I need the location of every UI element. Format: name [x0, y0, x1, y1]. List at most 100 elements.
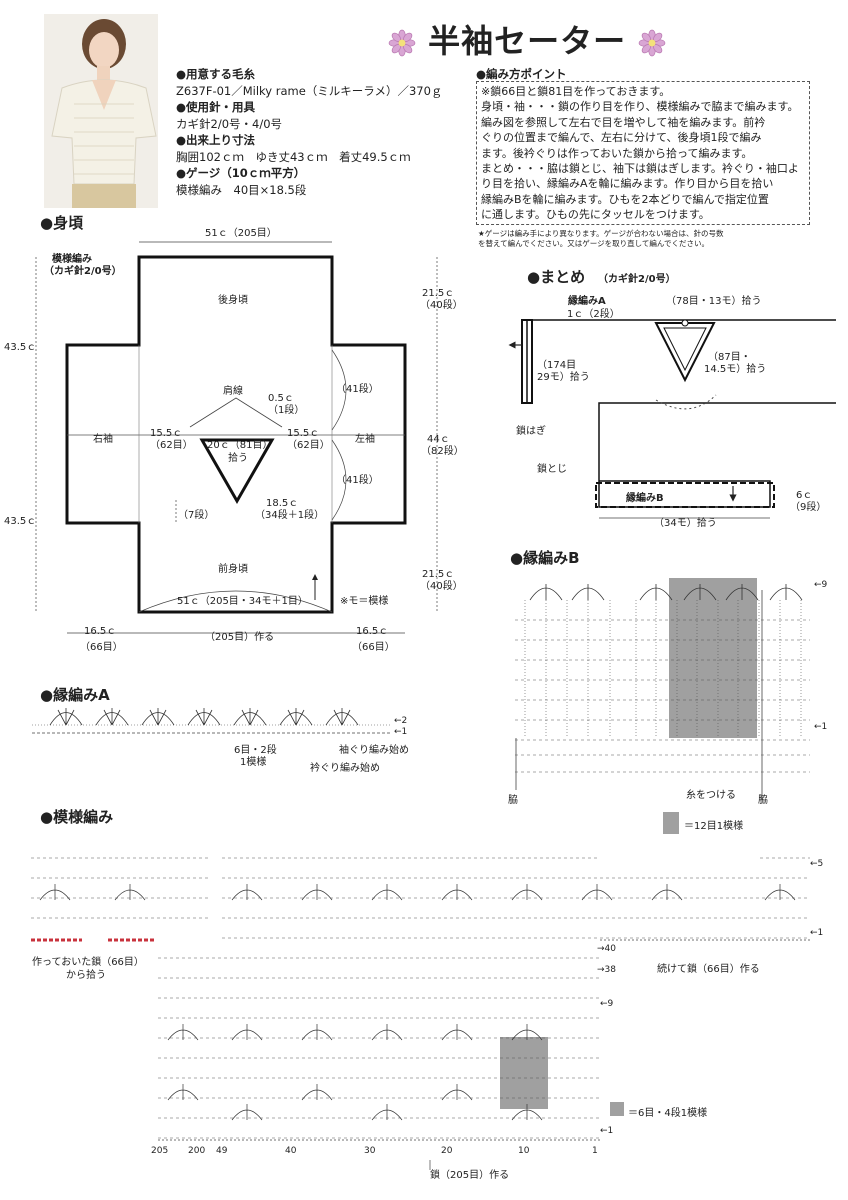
chain-make: （205目）作る: [205, 632, 275, 643]
right-mid-rows: （82段）: [421, 446, 464, 457]
points-line: ます。後衿ぐりは作っておいた鎖から拾って編みます。: [481, 146, 753, 160]
spec-line: 胸囲102ｃｍ ゆき丈43ｃｍ 着丈49.5ｃｍ: [176, 149, 411, 164]
matome-outline: [526, 319, 836, 508]
right-bottom-rows: （40段）: [420, 581, 463, 592]
left-sleeve-label: 左袖: [355, 434, 375, 445]
v-depth: 18.5ｃ: [266, 498, 299, 509]
model-illustration: [44, 14, 158, 208]
back-label: 後身頃: [218, 295, 248, 306]
matome-edge-a: 縁編みA: [568, 296, 606, 307]
edge-b-row9: ←9: [814, 580, 828, 590]
gauge-note-line: ★ゲージは編み手により異なります。ゲージが合わない場合は、針の号数: [478, 229, 724, 238]
pattern-label: 模様編み: [52, 254, 92, 265]
edge-a-repeat: 6目・2段: [234, 745, 277, 756]
pattern-fans: [39, 884, 796, 1121]
right-mid: 44ｃ: [427, 434, 450, 445]
shoulder-label: 肩線: [223, 386, 243, 397]
pattern-continue: 続けて鎖（66目）作る: [657, 964, 760, 975]
pattern-tick: 1: [592, 1146, 598, 1156]
edge-a-neck-start: 衿ぐり編み始め: [310, 763, 380, 774]
matome-pick-174a: （174目: [537, 360, 577, 371]
top-width: 51ｃ（205目）: [205, 228, 277, 239]
spec-head: ●出来上り寸法: [176, 133, 256, 147]
pattern-row1: ←1: [810, 928, 824, 938]
pattern-grid: [31, 857, 810, 1139]
matome-pick-78: （78目・13モ）拾う: [666, 296, 762, 307]
matome-nine-rows: （9段）: [790, 502, 827, 513]
spec-head: ●ゲージ（10ｃｍ平方）: [176, 166, 306, 180]
height-bottom: 43.5ｃ: [4, 516, 37, 527]
spec-line: カギ針2/0号・4/0号: [176, 116, 283, 131]
front-label: 前身頃: [218, 564, 248, 575]
pattern-tick: 49: [216, 1146, 228, 1156]
points-line: ※鎖66目と鎖81目を作っておきます。: [481, 85, 671, 98]
pattern-made-chain: 作っておいた鎖（66目）: [32, 957, 144, 968]
materials-block: ●用意する毛糸 Z637F-01／Milky rame（ミルキーラメ）／370ｇ…: [176, 66, 442, 198]
edge-b-grid: [524, 600, 802, 738]
points-line: 縁編みBを輪に編みます。ひもを2本どりで編んで指定位置: [481, 192, 769, 206]
matome-pick-87b: 14.5モ）拾う: [704, 364, 767, 375]
matome-heading: ●まとめ: [527, 268, 586, 286]
pattern-row40: →40: [597, 944, 616, 954]
pattern-pick-from: から拾う: [66, 970, 106, 981]
matome-pick-174b: 29モ）拾う: [537, 372, 590, 383]
points-line: ぐりの位置まで編んで、左右に分けて、後身頃1段で編み: [481, 131, 762, 145]
pattern-tick: 40: [285, 1146, 297, 1156]
points-heading: ●編み方ポイント: [476, 67, 567, 81]
points-line: 身頃・袖・・・鎖の作り目を作り、模様編みで脇まで編みます。: [481, 100, 799, 114]
matome-one-c: 1ｃ（2段）: [567, 309, 620, 320]
body-heading: ●身頃: [40, 214, 84, 232]
edge-b-side-left: 脇: [508, 795, 518, 806]
half-cm: 0.5ｃ: [268, 393, 294, 404]
sleeve-right-sts: （66目）: [352, 642, 395, 653]
pattern-legend: ＝6目・4段1模様: [628, 1108, 708, 1119]
pattern-row9: ←9: [600, 999, 614, 1009]
right-top: 21.5ｃ: [422, 288, 455, 299]
half-rows: （1段）: [268, 405, 305, 416]
rows-41-bottom: （41段）: [336, 475, 379, 486]
matome-kusari-hagi: 鎖はぎ: [516, 426, 546, 437]
rows-41-top: （41段）: [336, 384, 379, 395]
neck-opening: [199, 438, 275, 505]
matome-six-c: 6ｃ: [796, 490, 813, 501]
edge-b-side-right: 脇: [758, 795, 768, 806]
spec-head: ●用意する毛糸: [176, 67, 256, 81]
flower-icon: [388, 29, 416, 57]
right-15-sts: （62目）: [287, 440, 330, 451]
edge-b-row1: ←1: [814, 722, 828, 732]
spec-line: Z637F-01／Milky rame（ミルキーラメ）／370ｇ: [176, 83, 443, 98]
left-15-sts: （62目）: [150, 440, 193, 451]
needle-label: （カギ針2/0号）: [44, 266, 122, 277]
spec-line: 模様編み 40目×18.5段: [176, 182, 307, 197]
pattern-tick: 10: [518, 1146, 530, 1156]
edge-b-legend: ＝12目1模様: [684, 821, 744, 832]
right-bottom: 21.5ｃ: [422, 569, 455, 580]
matome-pick-34: （34モ）拾う: [654, 518, 717, 529]
edge-a-fans: [49, 708, 359, 726]
gauge-note-line: を替えて編んでください。又はゲージを取り直して編んでください。: [478, 239, 709, 248]
edge-b-heading: ●縁編みB: [510, 549, 580, 567]
points-line: り目を拾い、縁編みAを輪に編みます。作り目から目を拾い: [481, 177, 774, 191]
spec-head: ●使用針・用具: [176, 100, 256, 114]
pattern-heading: ●模様編み: [40, 808, 114, 826]
pattern-tick: 205: [151, 1146, 169, 1156]
v-rows: （34段＋1段）: [255, 510, 325, 521]
pattern-row1b: ←1: [600, 1126, 614, 1136]
pattern-tick: 30: [364, 1146, 376, 1156]
flower-icon: [638, 29, 666, 57]
seven-rows: （7段）: [178, 510, 215, 521]
edge-a-row1: ←1: [394, 727, 408, 737]
edge-a-heading: ●縁編みA: [40, 686, 110, 704]
points-box: ※鎖66目と鎖81目を作っておきます。 身頃・袖・・・鎖の作り目を作り、模様編み…: [476, 81, 810, 225]
pick-label: 拾う: [228, 453, 248, 464]
page-title: 半袖セーター: [388, 16, 666, 62]
sleeve-left-sts: （66目）: [80, 642, 123, 653]
pattern-chain205: 鎖（205目）作る: [430, 1170, 510, 1181]
pattern-row38: →38: [597, 965, 616, 975]
right-top-rows: （40段）: [420, 300, 463, 311]
height-top: 43.5ｃ: [4, 342, 37, 353]
edge-a-sleeve-start: 袖ぐり編み始め: [339, 745, 409, 756]
right-15: 15.5ｃ: [287, 428, 320, 439]
left-15: 15.5ｃ: [150, 428, 183, 439]
